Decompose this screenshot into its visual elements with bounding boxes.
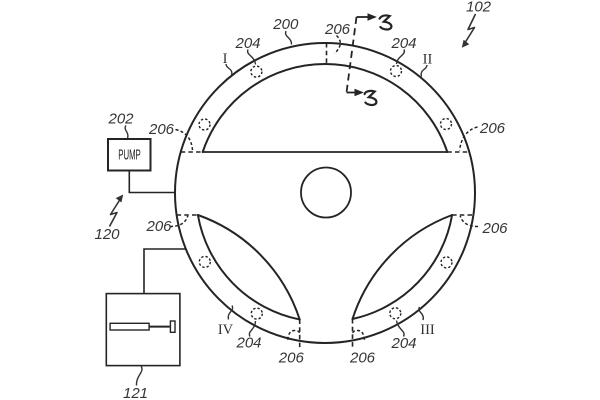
svg-text:II: II <box>423 52 433 68</box>
svg-text:206: 206 <box>481 220 508 237</box>
svg-text:PUMP: PUMP <box>118 148 141 164</box>
svg-text:206: 206 <box>278 350 305 367</box>
svg-text:III: III <box>420 322 435 338</box>
svg-text:121: 121 <box>123 385 148 400</box>
svg-text:I: I <box>223 51 228 67</box>
svg-text:204: 204 <box>235 335 261 352</box>
svg-text:102: 102 <box>466 0 492 16</box>
svg-text:202: 202 <box>107 111 134 128</box>
svg-text:120: 120 <box>94 226 120 243</box>
svg-text:IV: IV <box>218 322 234 338</box>
svg-text:200: 200 <box>272 16 299 33</box>
svg-text:206: 206 <box>324 21 351 38</box>
svg-text:204: 204 <box>390 335 416 352</box>
svg-text:206: 206 <box>349 350 376 367</box>
svg-text:204: 204 <box>234 35 260 52</box>
svg-text:204: 204 <box>390 35 416 52</box>
svg-text:206: 206 <box>479 120 506 137</box>
svg-text:206: 206 <box>148 121 175 138</box>
svg-text:206: 206 <box>145 218 172 235</box>
